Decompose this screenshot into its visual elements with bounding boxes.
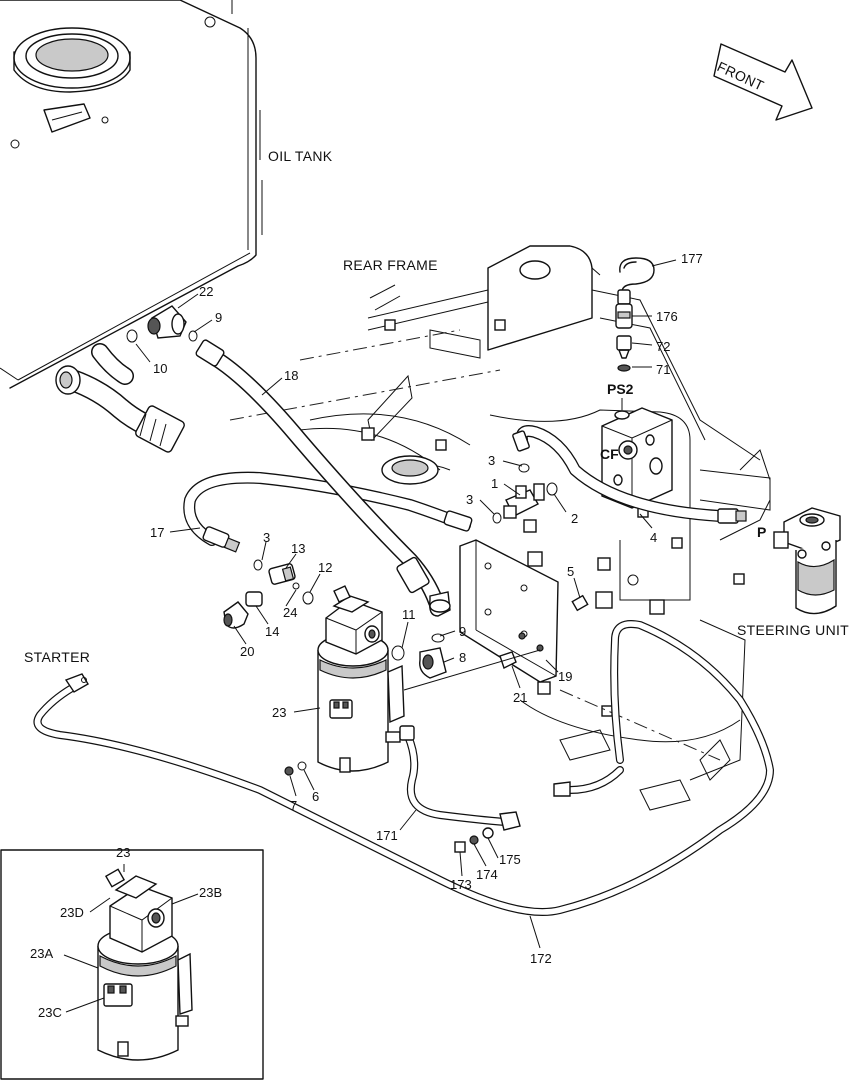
- cable-172: STARTER: [24, 620, 774, 916]
- oil-tank-label: OIL TANK: [268, 148, 333, 164]
- callout-3-upper: 3: [488, 453, 495, 468]
- callout-171: 171: [376, 828, 398, 843]
- oil-tank: OIL TANK: [0, 0, 333, 389]
- callout-174: 174: [476, 867, 498, 882]
- elbow-22: [126, 305, 198, 343]
- callout-173: 173: [450, 877, 472, 892]
- starter-label: STARTER: [24, 649, 90, 665]
- detail-23c-label: 23C: [38, 1005, 62, 1020]
- detail-23a-label: 23A: [30, 946, 53, 961]
- callout-21: 21: [513, 690, 527, 705]
- cable-171: [399, 725, 624, 853]
- callout-9-bottom: 9: [459, 624, 466, 639]
- fitting-group-left: [223, 559, 314, 629]
- callout-176: 176: [656, 309, 678, 324]
- detail-23d-label: 23D: [60, 905, 84, 920]
- callout-12: 12: [318, 560, 332, 575]
- hose-17: [183, 471, 473, 553]
- callout-17: 17: [150, 525, 164, 540]
- callout-18: 18: [284, 368, 298, 383]
- rear-frame: REAR FRAME: [229, 245, 771, 811]
- steering-unit-label: STEERING UNIT: [737, 622, 849, 638]
- callout-13: 13: [291, 541, 305, 556]
- test-coupling: [615, 257, 655, 372]
- callout-19: 19: [558, 669, 572, 684]
- callout-24: 24: [283, 605, 297, 620]
- hose-4: [512, 425, 747, 524]
- bracket-19: [403, 539, 589, 691]
- filter-23: [284, 585, 447, 776]
- tee-fitting-1: [492, 463, 558, 524]
- callout-1: 1: [491, 476, 498, 491]
- hose-18: [195, 339, 451, 617]
- rear-frame-label: REAR FRAME: [343, 257, 438, 273]
- callout-6: 6: [312, 789, 319, 804]
- callout-14: 14: [265, 624, 279, 639]
- callout-2: 2: [571, 511, 578, 526]
- callout-7: 7: [290, 798, 297, 813]
- callout-20: 20: [240, 644, 254, 659]
- callout-10: 10: [153, 361, 167, 376]
- detail-title: 23: [116, 845, 130, 860]
- callout-177: 177: [681, 251, 703, 266]
- callout-23: 23: [272, 705, 286, 720]
- callout-172: 172: [530, 951, 552, 966]
- callout-22: 22: [199, 284, 213, 299]
- callout-9-top: 9: [215, 310, 222, 325]
- callout-5: 5: [567, 564, 574, 579]
- p-port-label: P: [757, 524, 766, 540]
- callout-175: 175: [499, 852, 521, 867]
- callout-72: 72: [656, 339, 670, 354]
- steering-unit: P STEERING UNIT: [737, 507, 849, 638]
- leader-lines: [135, 259, 677, 949]
- cf-port-label: CF: [600, 446, 619, 462]
- callout-3-left: 3: [263, 530, 270, 545]
- ps2-port-label: PS2: [607, 381, 634, 397]
- callout-11: 11: [402, 607, 416, 622]
- front-arrow: FRONT: [713, 43, 813, 121]
- callout-71: 71: [656, 362, 670, 377]
- detail-23b-label: 23B: [199, 885, 222, 900]
- priority-valve: PS2 CF: [600, 381, 673, 518]
- callout-4: 4: [650, 530, 657, 545]
- callouts: 177 176 72 71 22 9 10 18 3 1 3 2 4 17 3 …: [150, 251, 703, 966]
- callout-8: 8: [459, 650, 466, 665]
- detail-box-23: 23 23D 23B 23A 23C: [0, 845, 264, 1080]
- callout-3-middle: 3: [466, 492, 473, 507]
- suction-pipe: [55, 343, 185, 453]
